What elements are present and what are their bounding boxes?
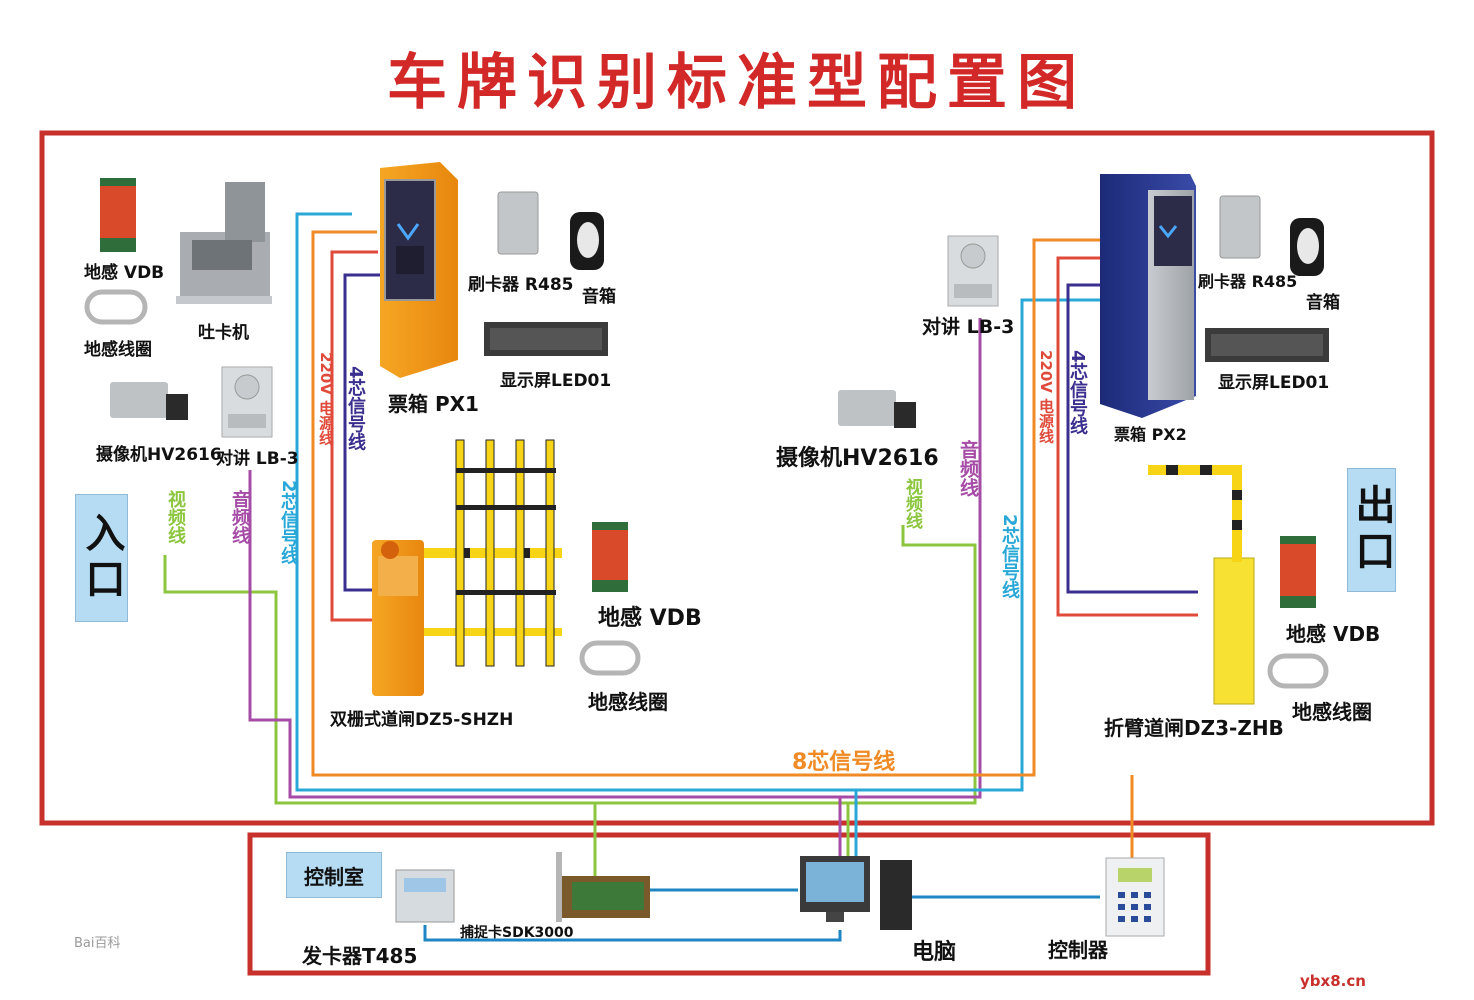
video-cable-left	[163, 525, 977, 805]
ticket-box-1-label: 票箱 PX1	[388, 392, 479, 416]
capture-card-device	[556, 852, 650, 922]
field-frame	[39, 130, 1435, 826]
signal8-cable	[311, 230, 1110, 777]
barrier-1-label: 双栅式道闸DZ5-SHZH	[330, 710, 514, 730]
controller-label: 控制器	[1048, 938, 1108, 962]
exit-intercom-device	[947, 235, 999, 307]
ticket-box-2-label: 票箱 PX2	[1114, 425, 1187, 444]
entrance-reader-device	[497, 191, 539, 255]
diagram-title: 车牌识别标准型配置图	[387, 48, 1087, 118]
card-issuer-device	[395, 869, 455, 923]
power-cable-left	[330, 250, 378, 622]
exit-camera-device	[838, 390, 916, 428]
entrance-vdb-device	[100, 178, 136, 252]
entrance-intercom-device	[221, 366, 273, 438]
signal4-cable-left	[343, 273, 380, 592]
entrance-speaker-device	[570, 212, 604, 270]
site-watermark: ybx8.cn	[1300, 972, 1366, 990]
entrance-vdb-label: 地感 VDB	[84, 263, 165, 283]
exit-camera-label: 摄像机HV2616	[776, 446, 939, 471]
exit-intercom-label: 对讲 LB-3	[922, 316, 1015, 338]
barrier-1-device	[372, 439, 562, 696]
entrance-camera-label: 摄像机HV2616	[96, 445, 222, 465]
card-dispenser-label: 吐卡机	[198, 323, 249, 343]
audio-cable-left	[248, 318, 982, 799]
power-cable-right	[1056, 256, 1198, 617]
entrance-sign-text: 入口	[78, 512, 125, 604]
exit-vdb-device	[1280, 536, 1316, 608]
entrance-speaker-label: 音箱	[582, 287, 616, 307]
entrance-display-label: 显示屏LED01	[500, 371, 612, 391]
barrier-2-label: 折臂道闸DZ3-ZHB	[1104, 716, 1284, 740]
entrance-intercom-label: 对讲 LB-3	[216, 449, 299, 469]
entrance-display-device	[484, 322, 608, 356]
signal4-cable-left-label: 4芯信号线	[345, 366, 366, 451]
capture-card-label: 捕捉卡SDK3000	[460, 925, 574, 941]
exit-speaker-device	[1290, 218, 1324, 276]
signal8-cable-label: 8芯信号线	[792, 750, 896, 775]
computer-device	[800, 856, 912, 930]
entrance-loop-label: 地感线圈	[84, 340, 152, 360]
power-cable-right-label: 220V 电源线	[1037, 350, 1055, 444]
controller-device	[1105, 857, 1165, 937]
net-issuer-computer	[423, 925, 842, 942]
exit-display-label: 显示屏LED01	[1218, 373, 1330, 393]
video-cable-left-label: 视频线	[165, 490, 186, 544]
signal4-cable-right	[1066, 283, 1198, 594]
control-room-frame	[247, 832, 1211, 976]
barrier-vdb-1-label: 地感 VDB	[598, 606, 702, 631]
audio-cable-left-label: 音频线	[229, 490, 250, 544]
card-issuer-label: 发卡器T485	[302, 944, 418, 968]
exit-display-device	[1205, 328, 1329, 362]
signal2-cable-right-label: 2芯信号线	[999, 514, 1020, 599]
entrance-camera-device	[110, 382, 188, 420]
exit-sign-text: 出口	[1348, 484, 1395, 576]
entrance-sign: 入口	[75, 494, 128, 622]
baidu-watermark: Bai百科	[74, 936, 121, 951]
barrier-vdb-1-device	[592, 522, 628, 592]
card-dispenser-device	[176, 182, 272, 304]
exit-sign: 出口	[1347, 468, 1396, 592]
exit-speaker-label: 音箱	[1306, 293, 1340, 313]
exit-reader-label: 刷卡器 R485	[1198, 272, 1298, 291]
computer-label: 电脑	[912, 940, 957, 965]
entrance-loop-device	[84, 289, 148, 325]
barrier-loop-1-label: 地感线圈	[588, 690, 668, 714]
signal2-cable-left-label: 2芯信号线	[278, 480, 299, 565]
power-cable-left-label: 220V 电源线	[317, 352, 335, 446]
exit-reader-device	[1219, 195, 1261, 259]
barrier-2-device	[1148, 465, 1255, 705]
video-cable-right-label: 视频线	[902, 478, 922, 529]
entrance-reader-label: 刷卡器 R485	[468, 275, 574, 295]
control-room-label: 控制室	[286, 852, 382, 898]
ticket-box-2-device	[1100, 174, 1196, 418]
exit-loop-device	[1267, 653, 1329, 689]
ticket-box-1-device	[380, 162, 458, 378]
barrier-loop-1-device	[579, 640, 641, 676]
exit-loop-label: 地感线圈	[1292, 700, 1372, 724]
signal4-cable-right-label: 4芯信号线	[1067, 350, 1088, 435]
exit-vdb-label: 地感 VDB	[1286, 622, 1381, 646]
audio-cable-right-label: 音频线	[957, 440, 979, 497]
